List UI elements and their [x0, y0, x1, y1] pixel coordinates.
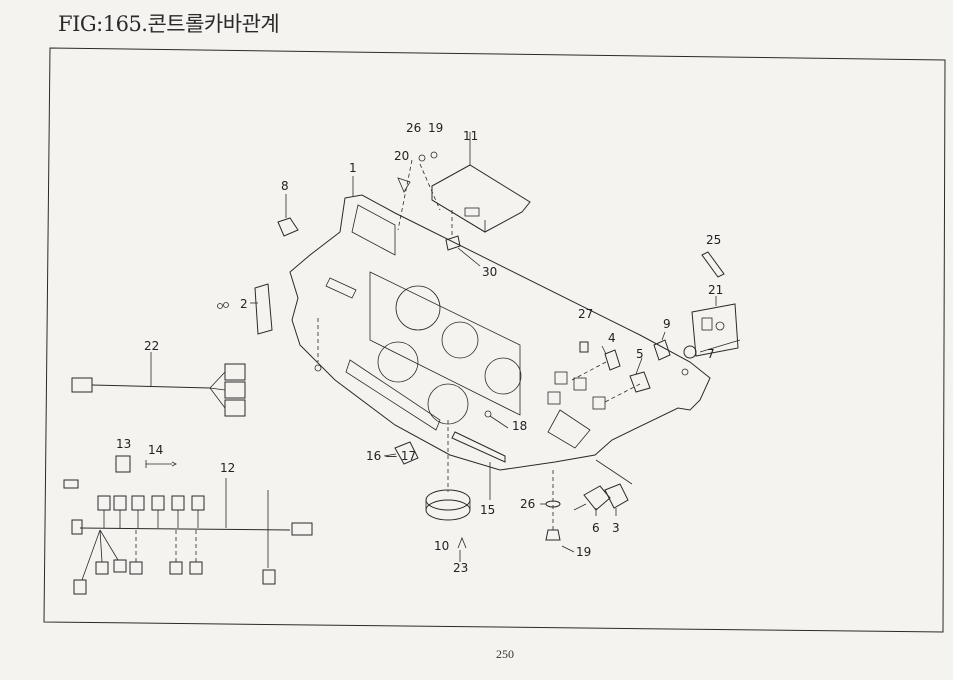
callout-27: 27	[578, 307, 593, 321]
callout-26-bottom: 26	[520, 497, 535, 511]
figure-title: FIG:165.콘트롤카바관계	[58, 12, 280, 36]
part-14	[145, 460, 177, 468]
gauge-opening	[484, 357, 522, 395]
control-panel-cover	[289, 194, 711, 471]
callout-2: 2	[240, 297, 248, 311]
part-8	[277, 217, 299, 237]
callout-1: 1	[349, 161, 357, 175]
callout-3: 3	[612, 521, 620, 535]
part-6	[583, 485, 611, 511]
part-27	[579, 341, 589, 353]
callout-15: 15	[480, 503, 495, 517]
callout-7: 7	[707, 347, 715, 361]
part-7	[683, 345, 697, 359]
part-11-box	[431, 132, 531, 233]
page-number: 250	[496, 647, 514, 661]
callout-22: 22	[144, 339, 159, 353]
part-4	[604, 349, 621, 371]
part-25-strip	[701, 251, 725, 278]
diagram-frame	[43, 47, 946, 633]
callout-12: 12	[220, 461, 235, 475]
callout-10: 10	[434, 539, 449, 553]
callout-8: 8	[281, 179, 289, 193]
part-3	[604, 483, 629, 509]
callout-5: 5	[636, 347, 644, 361]
gauge-opening	[441, 321, 479, 359]
harness-12	[63, 478, 313, 595]
callout-14: 14	[148, 443, 163, 457]
callout-21: 21	[708, 283, 723, 297]
callout-6: 6	[592, 521, 600, 535]
part-15	[451, 431, 506, 463]
callout-13: 13	[116, 437, 131, 451]
callout-19-bottom: 19	[576, 545, 591, 559]
part-2-bracket	[254, 283, 273, 335]
callout-25: 25	[706, 233, 721, 247]
part-21-plate	[691, 303, 739, 357]
callout-26-top: 26	[406, 121, 421, 135]
part-9	[653, 339, 671, 361]
part-13	[115, 455, 131, 473]
gauge-opening	[395, 285, 441, 331]
callout-19-top: 19	[428, 121, 443, 135]
part-5	[629, 371, 651, 393]
part-30-connector	[445, 235, 461, 251]
gauge-opening	[427, 383, 469, 425]
part-19-bolt	[545, 529, 561, 541]
gauge-opening	[377, 341, 419, 383]
harness-22	[71, 352, 246, 417]
callout-11: 11	[463, 129, 478, 143]
callout-18: 18	[512, 419, 527, 433]
callout-20: 20	[394, 149, 409, 163]
part-16-17	[394, 441, 419, 465]
callout-23: 23	[453, 561, 468, 575]
callout-4: 4	[608, 331, 616, 345]
callout-16-17: 16 — 17	[366, 449, 416, 463]
callout-9: 9	[663, 317, 671, 331]
callout-30: 30	[482, 265, 497, 279]
part-10-ring	[425, 489, 471, 521]
